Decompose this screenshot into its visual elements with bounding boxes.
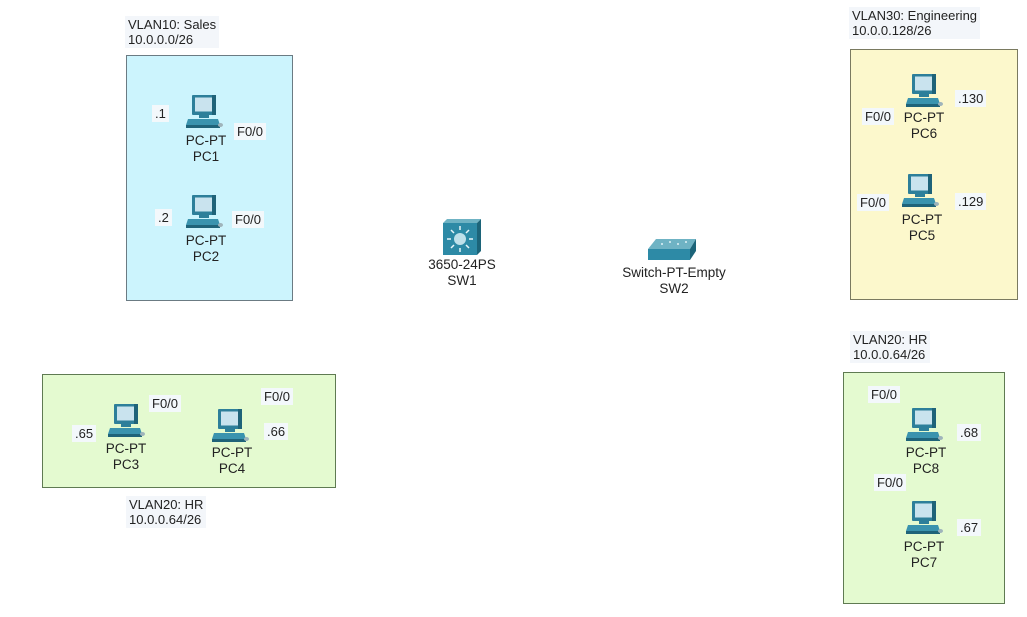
sales-area-title: VLAN10: Sales xyxy=(128,17,217,32)
pc-icon[interactable] xyxy=(904,407,944,443)
pc8-device[interactable]: PC-PT PC8 xyxy=(896,445,956,477)
pc7-port-label: F0/0 xyxy=(874,474,907,491)
sw2-name: SW2 xyxy=(659,281,689,296)
pc-icon[interactable] xyxy=(900,173,940,209)
pc4-name: PC4 xyxy=(218,461,246,476)
sales-area-label: VLAN10: Sales 10.0.0.0/26 xyxy=(125,16,220,48)
pc5-ip-label: .129 xyxy=(955,193,987,210)
pc6-ip-label: .130 xyxy=(955,90,987,107)
pc7-ip-label: .67 xyxy=(957,519,982,536)
pc3-port-label: F0/0 xyxy=(149,395,182,412)
pc1-ip-label: .1 xyxy=(152,105,169,122)
pc4-device[interactable]: PC-PT PC4 xyxy=(202,445,262,477)
sw1-device[interactable]: 3650-24PS SW1 xyxy=(412,257,512,289)
pc-icon[interactable] xyxy=(184,194,224,230)
pc2-device[interactable]: PC-PT PC2 xyxy=(176,233,236,265)
pc8-model: PC-PT xyxy=(905,445,947,460)
pc-icon[interactable] xyxy=(106,403,146,439)
pc3-device[interactable]: PC-PT PC3 xyxy=(96,441,156,473)
pc4-model: PC-PT xyxy=(211,445,253,460)
sw2-device[interactable]: Switch-PT-Empty SW2 xyxy=(604,265,744,297)
hr-left-area-subnet: 10.0.0.64/26 xyxy=(129,512,202,527)
pc2-name: PC2 xyxy=(192,249,220,264)
hr-right-area-label: VLAN20: HR 10.0.0.64/26 xyxy=(850,331,931,363)
sw1-model: 3650-24PS xyxy=(428,257,496,272)
pc8-port-label: F0/0 xyxy=(868,386,901,403)
engineering-area-title: VLAN30: Engineering xyxy=(852,8,978,23)
pc3-ip-label: .65 xyxy=(72,425,97,442)
pc5-port-label: F0/0 xyxy=(857,194,890,211)
pc6-port-label: F0/0 xyxy=(862,108,895,125)
pc1-name: PC1 xyxy=(192,149,220,164)
pc5-model: PC-PT xyxy=(901,212,943,227)
hr-left-area-label: VLAN20: HR 10.0.0.64/26 xyxy=(126,496,207,528)
hr-left-area-title: VLAN20: HR xyxy=(129,497,204,512)
pc-icon[interactable] xyxy=(904,73,944,109)
pc5-device[interactable]: PC-PT PC5 xyxy=(892,212,952,244)
pc6-name: PC6 xyxy=(910,126,938,141)
pc-icon[interactable] xyxy=(210,408,250,444)
pc4-ip-label: .66 xyxy=(264,423,289,440)
pc6-device[interactable]: PC-PT PC6 xyxy=(894,110,954,142)
engineering-area-label: VLAN30: Engineering 10.0.0.128/26 xyxy=(849,7,981,39)
switch-icon[interactable] xyxy=(646,237,698,263)
pc8-ip-label: .68 xyxy=(957,424,982,441)
pc3-name: PC3 xyxy=(112,457,140,472)
hr-right-area-subnet: 10.0.0.64/26 xyxy=(853,347,926,362)
pc-icon[interactable] xyxy=(184,94,224,130)
pc4-port-label: F0/0 xyxy=(261,388,294,405)
multilayer-switch-icon[interactable] xyxy=(443,219,481,255)
hr-right-area-title: VLAN20: HR xyxy=(853,332,928,347)
pc2-port-label: F0/0 xyxy=(232,211,265,228)
engineering-area-subnet: 10.0.0.128/26 xyxy=(852,23,932,38)
sales-area-subnet: 10.0.0.0/26 xyxy=(128,32,194,47)
pc7-name: PC7 xyxy=(910,555,938,570)
pc5-name: PC5 xyxy=(908,228,936,243)
pc6-model: PC-PT xyxy=(903,110,945,125)
sw2-model: Switch-PT-Empty xyxy=(622,265,726,280)
pc-icon[interactable] xyxy=(904,500,944,536)
sw1-name: SW1 xyxy=(447,273,477,288)
pc7-device[interactable]: PC-PT PC7 xyxy=(894,539,954,571)
pc1-device[interactable]: PC-PT PC1 xyxy=(176,133,236,165)
pc2-ip-label: .2 xyxy=(155,209,172,226)
pc7-model: PC-PT xyxy=(903,539,945,554)
pc2-model: PC-PT xyxy=(185,233,227,248)
pc3-model: PC-PT xyxy=(105,441,147,456)
pc1-port-label: F0/0 xyxy=(234,123,267,140)
pc8-name: PC8 xyxy=(912,461,940,476)
pc1-model: PC-PT xyxy=(185,133,227,148)
